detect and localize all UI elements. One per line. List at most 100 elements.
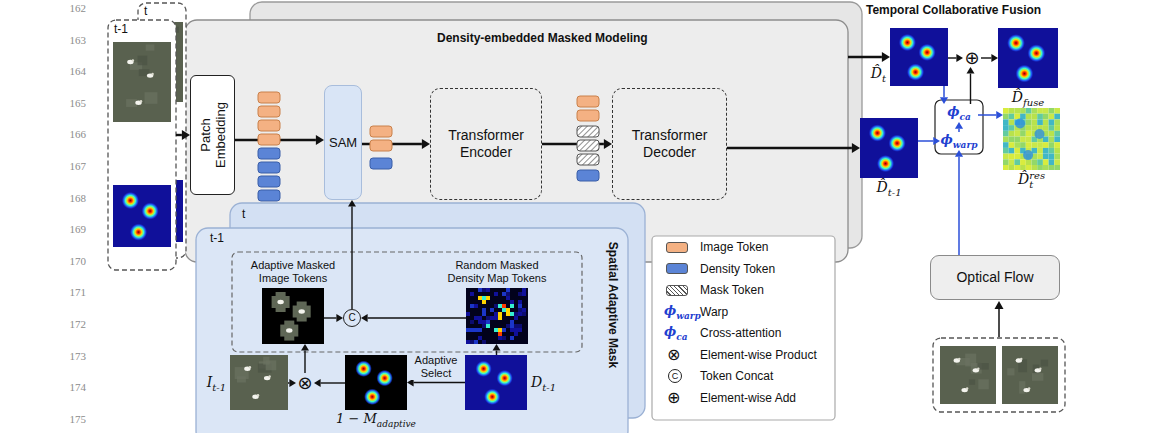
density-token xyxy=(478,328,482,332)
arrowhead xyxy=(493,344,501,351)
density-token xyxy=(486,316,490,320)
density-token xyxy=(514,316,518,320)
line-number: 174 xyxy=(56,381,86,393)
math-subscript: warp xyxy=(676,311,701,321)
residual-cell xyxy=(1020,165,1026,170)
module-panel: Density-embedded Masked ModelingPatch Em… xyxy=(185,20,848,262)
frame-label: t-1 xyxy=(114,22,128,36)
arrowhead xyxy=(955,150,963,157)
residual-cell xyxy=(1043,108,1049,114)
residual-cell xyxy=(1043,159,1049,165)
legend-text: Mask Token xyxy=(700,282,764,298)
density-token xyxy=(502,336,506,340)
arrowhead xyxy=(182,130,190,140)
density-blob xyxy=(869,124,886,141)
operator-symbol: ⊗ xyxy=(297,374,312,392)
residual-cell xyxy=(1014,114,1020,120)
density-token xyxy=(518,300,522,304)
density-token xyxy=(506,296,510,300)
residual-cell xyxy=(1020,131,1026,137)
residual-cell xyxy=(1003,142,1009,148)
residual-cell xyxy=(1009,119,1015,125)
masked-ground xyxy=(466,288,528,344)
script-stack: rest xyxy=(1029,171,1045,189)
photo-texture xyxy=(1041,360,1048,367)
residual-cell xyxy=(1003,114,1009,120)
arrowhead xyxy=(882,52,890,62)
image-tile: 1 − Madaptive xyxy=(345,355,407,410)
density-token xyxy=(482,300,486,304)
density-token xyxy=(494,292,498,296)
connector xyxy=(955,122,963,132)
residual-cell xyxy=(1043,142,1049,148)
math-subscript: fuse xyxy=(1023,97,1044,108)
density-blob xyxy=(376,370,393,387)
density-token xyxy=(478,336,482,340)
arrowhead xyxy=(995,301,1004,309)
legend-text: Warp xyxy=(700,304,728,320)
density-blob xyxy=(899,34,916,51)
arrowhead xyxy=(348,200,356,207)
arrowhead xyxy=(996,111,1003,119)
density-token xyxy=(514,324,518,328)
image-token xyxy=(370,126,392,137)
residual-cell xyxy=(1014,159,1020,165)
connector-line xyxy=(176,134,182,136)
residual-cell xyxy=(1009,108,1015,114)
image-tile: Random Masked Density Map Tokens xyxy=(466,288,528,344)
line-number: 171 xyxy=(56,286,86,298)
density-token xyxy=(506,324,510,328)
residual-cell xyxy=(1054,119,1060,125)
flow-input-wire xyxy=(998,308,1000,337)
residual-cell xyxy=(1049,131,1055,137)
image-caption: Random Masked Density Map Tokens xyxy=(441,259,553,285)
connector-line xyxy=(414,382,465,383)
residual-cell xyxy=(1003,125,1009,131)
residual-cell xyxy=(1026,159,1032,165)
arrowhead xyxy=(940,97,948,104)
math-base: ϕ xyxy=(941,132,953,147)
residual-cell xyxy=(1009,159,1015,165)
density-blob xyxy=(1015,65,1033,83)
density-map: D̂t xyxy=(890,28,948,86)
residual-cell xyxy=(1026,119,1032,125)
residual-cell xyxy=(1043,154,1049,160)
residual-cell xyxy=(1014,137,1020,143)
density-map: D̂t-1 xyxy=(860,118,918,178)
legend-text: Element-wise Add xyxy=(700,390,796,406)
image-token xyxy=(577,96,599,107)
module-panel: t xyxy=(230,203,645,418)
residual-cell xyxy=(1049,148,1055,154)
density-blob xyxy=(475,361,492,378)
density-token xyxy=(502,304,506,308)
connector xyxy=(981,54,998,62)
density-token xyxy=(470,304,474,308)
operator-label: ϕca xyxy=(940,104,978,122)
density-token xyxy=(474,328,478,332)
density-token xyxy=(514,332,518,336)
residual-cell xyxy=(1026,114,1032,120)
density-token xyxy=(486,288,490,292)
connector-line xyxy=(958,129,960,132)
legend-swatch xyxy=(666,242,688,253)
density-token xyxy=(470,340,474,344)
image-token xyxy=(258,106,280,117)
residual-cell xyxy=(1037,148,1043,154)
connector-line xyxy=(351,207,352,309)
bird-head xyxy=(958,358,960,360)
line-number: 168 xyxy=(56,192,86,204)
bird-head xyxy=(140,100,142,102)
photo-texture xyxy=(146,44,155,50)
legend-text: Cross-attention xyxy=(700,325,781,341)
image-token xyxy=(577,110,599,121)
photo-texture xyxy=(126,99,137,107)
density-token xyxy=(498,312,502,316)
mask-token xyxy=(577,140,599,151)
connector-line xyxy=(970,74,971,104)
density-token xyxy=(498,328,502,332)
residual-cell xyxy=(1014,154,1020,160)
mask-token xyxy=(577,126,599,137)
